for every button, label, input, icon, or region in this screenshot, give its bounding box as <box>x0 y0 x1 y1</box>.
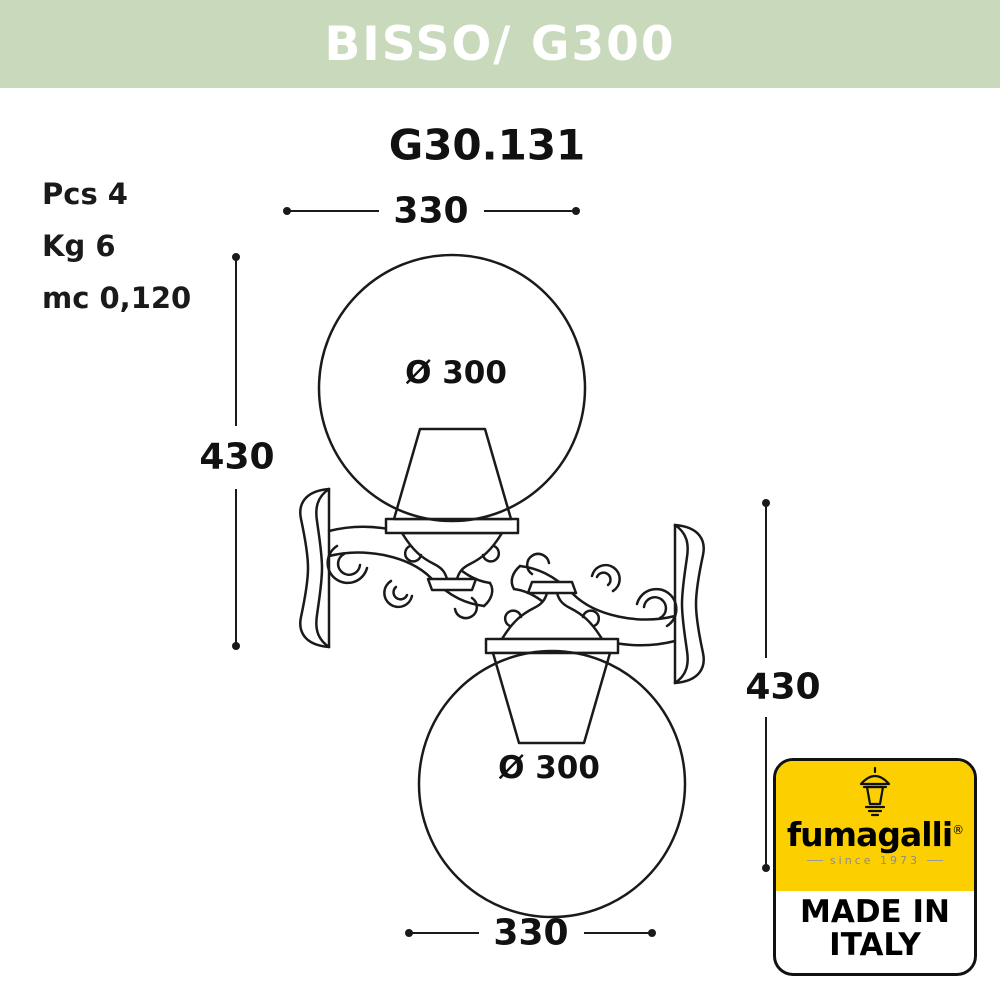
spec-list: Pcs 4 Kg 6 mc 0,120 <box>42 168 191 324</box>
made-in-italy: MADE IN ITALY <box>799 894 951 964</box>
header-banner: BISSO/ G300 <box>0 0 1000 88</box>
lower-globe-diameter: Ø 300 <box>498 750 600 786</box>
since-tagline: since 1973 <box>806 854 944 867</box>
dimension-lines <box>232 207 770 937</box>
dim-bottom-width: 330 <box>493 912 569 954</box>
lantern-icon <box>859 766 891 817</box>
spec-pcs: Pcs 4 <box>42 177 128 211</box>
since-text: since 1973 <box>829 854 921 867</box>
dim-left-height: 430 <box>199 436 275 478</box>
made-in-line1: MADE IN <box>799 894 951 930</box>
upper-globe-diameter: Ø 300 <box>405 355 507 391</box>
dim-right-height: 430 <box>745 666 821 708</box>
made-in-line2: ITALY <box>829 927 921 964</box>
logo-yellow-panel: fumagalli® since 1973 <box>776 761 974 891</box>
product-series-title: BISSO/ G300 <box>324 16 676 72</box>
registered-mark: ® <box>952 823 964 837</box>
brand-name: fumagalli® <box>786 815 964 854</box>
spec-kg: Kg 6 <box>42 229 116 263</box>
model-number: G30.131 <box>388 120 586 170</box>
dim-top-width: 330 <box>393 190 469 232</box>
fumagalli-logo: fumagalli® since 1973 MADE IN ITALY <box>773 758 977 976</box>
spec-mc: mc 0,120 <box>42 281 192 315</box>
